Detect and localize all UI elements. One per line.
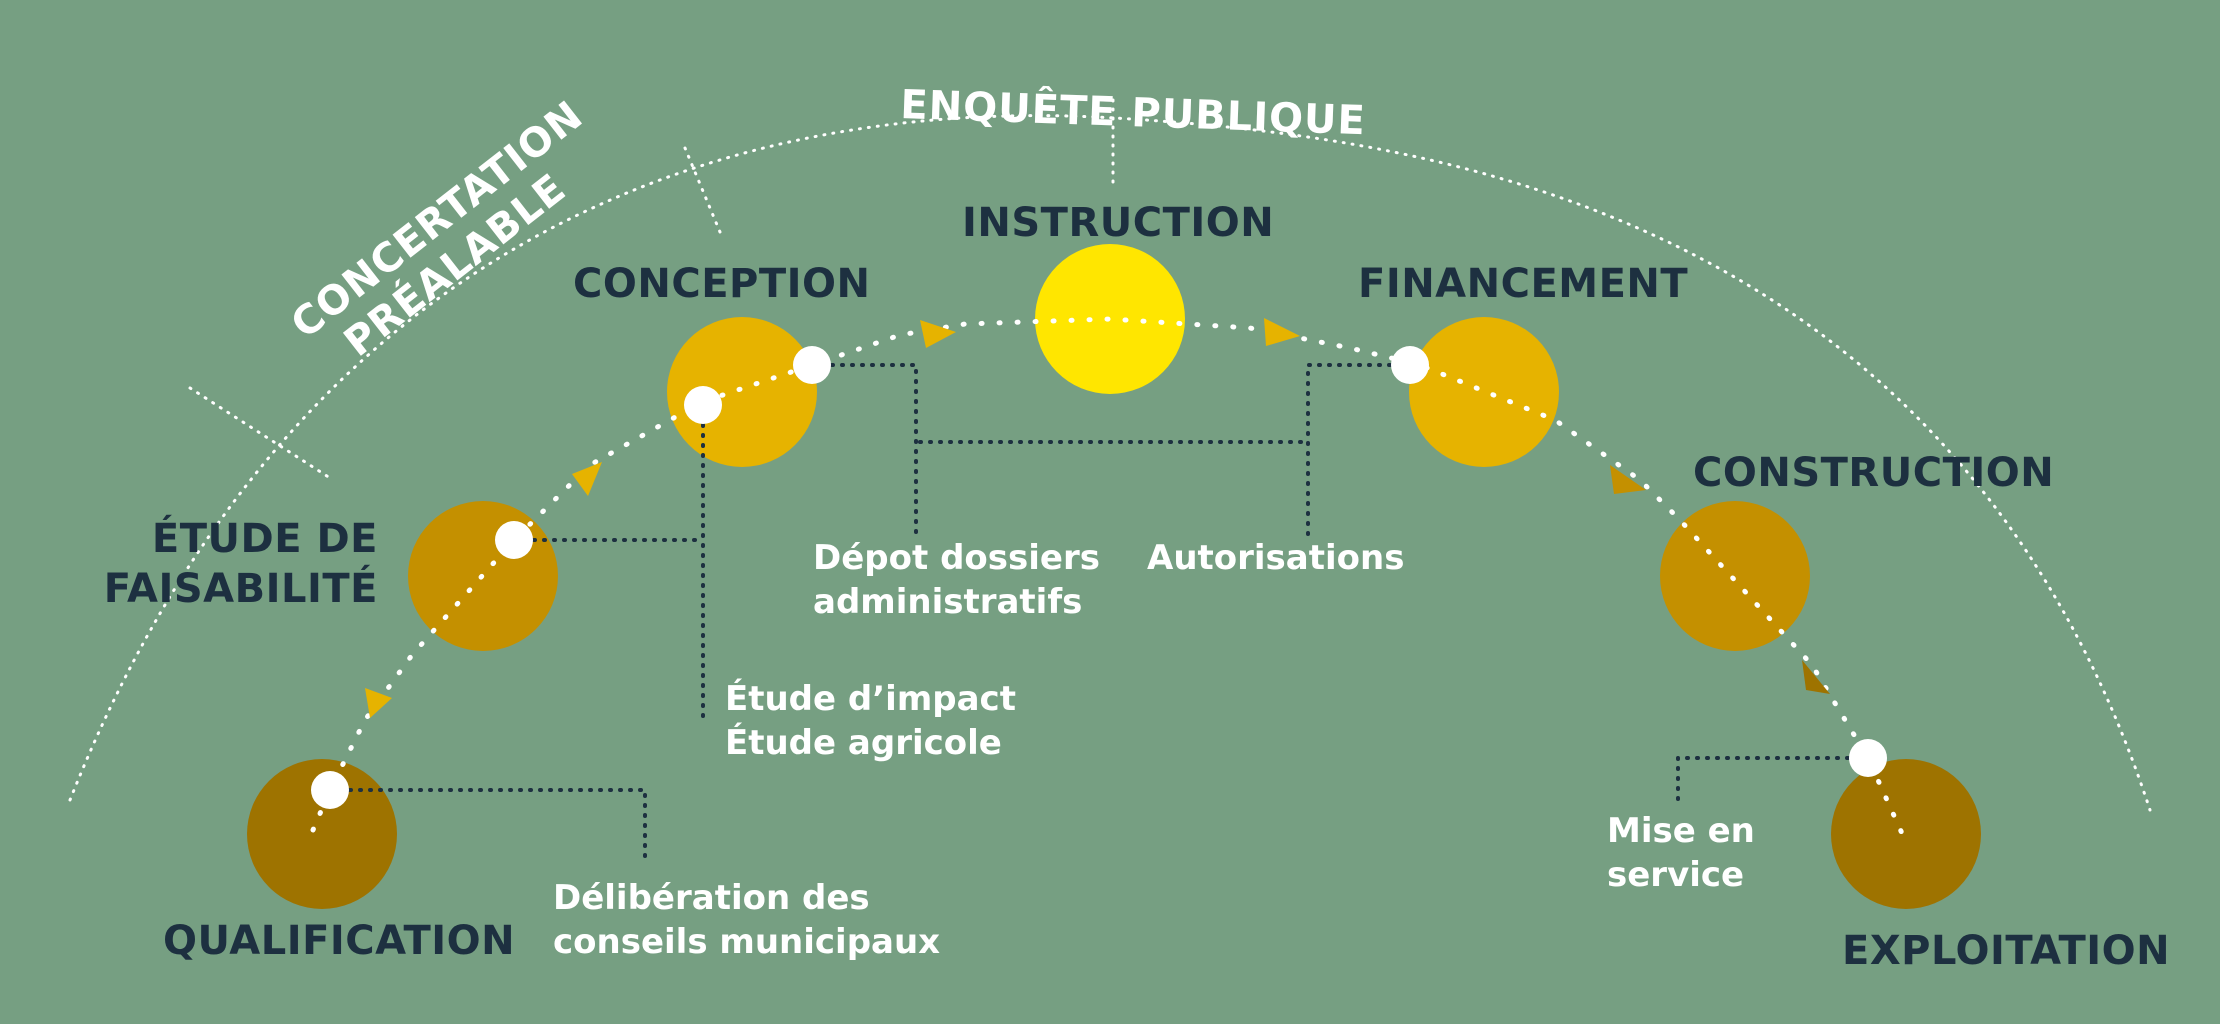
triangle-arrow-icon — [1264, 318, 1300, 346]
triangle-arrow-icon — [365, 688, 392, 718]
arc-label-enquete-publique: ENQUÊTE PUBLIQUE — [900, 80, 1367, 144]
stage-circle-conception — [667, 317, 817, 467]
connector-autorisations — [1306, 363, 1412, 537]
milestone-etude-impact-line1: Étude d’impact — [725, 678, 1016, 719]
connector-mise-en-service — [1676, 756, 1870, 807]
stage-circle-exploitation — [1831, 759, 1981, 909]
milestone-depot-line2: administratifs — [813, 582, 1082, 622]
white-dot-marker-icon — [1391, 346, 1429, 384]
stage-circle-financement — [1409, 317, 1559, 467]
milestone-mise-line2: service — [1607, 855, 1744, 895]
triangle-arrow-icon — [1802, 660, 1830, 694]
stage-label-financement: FINANCEMENT — [1358, 261, 1688, 307]
milestone-depot-line1: Dépot dossiers — [813, 538, 1100, 578]
milestone-deliberation-line2: conseils municipaux — [553, 922, 940, 962]
white-dot-marker-icon — [1849, 739, 1887, 777]
milestone-markers — [311, 346, 1887, 809]
triangle-arrow-icon — [1610, 465, 1646, 494]
stage-label-instruction: INSTRUCTION — [962, 200, 1274, 246]
white-dot-marker-icon — [311, 771, 349, 809]
milestone-etude-impact-line2: Étude agricole — [725, 722, 1002, 763]
white-dot-marker-icon — [684, 386, 722, 424]
tick-line-left — [188, 386, 332, 480]
stage-label-qualification: QUALIFICATION — [163, 918, 515, 964]
white-dot-marker-icon — [793, 346, 831, 384]
tick-line-middle-left — [683, 146, 722, 234]
milestone-deliberation-line1: Délibération des — [553, 878, 870, 918]
milestone-autorisations: Autorisations — [1147, 538, 1404, 578]
connector-depot — [810, 363, 918, 537]
stage-circle-qualification — [247, 759, 397, 909]
stage-label-construction: CONSTRUCTION — [1693, 450, 2054, 496]
stage-label-etude-line2: FAISABILITÉ — [104, 564, 378, 612]
stage-label-conception: CONCEPTION — [573, 261, 870, 307]
stage-label-exploitation: EXPLOITATION — [1842, 928, 2170, 974]
milestone-mise-line1: Mise en — [1607, 811, 1755, 851]
lifecycle-dotted-path — [310, 316, 1908, 843]
stage-label-etude-line1: ÉTUDE DE — [152, 514, 378, 562]
connector-etude-impact — [512, 403, 705, 722]
triangle-arrow-icon — [572, 462, 602, 496]
triangle-arrow-icon — [920, 320, 956, 348]
white-dot-marker-icon — [495, 521, 533, 559]
